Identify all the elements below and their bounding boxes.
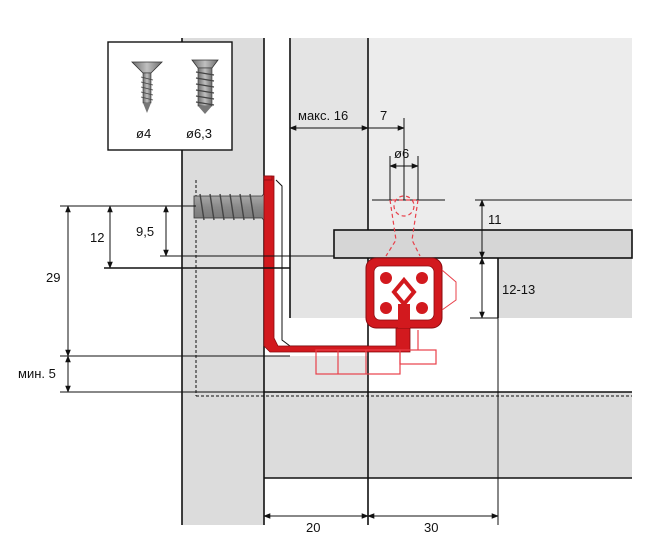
drawer-side-area [290,38,368,318]
runner-hook-dashed [385,195,421,257]
dim-max-gap-label: макс. 16 [298,108,348,123]
drawer-right-lower [498,258,632,318]
large-screw-label: ø6,3 [186,126,212,141]
euro-screw-icon [191,59,219,114]
dim-height-11-label: 11 [488,212,502,227]
screw-legend-box [107,41,233,151]
dim-height-29-label: 29 [46,270,60,285]
dim-hole-diameter-label: ø6 [394,146,409,161]
dim-width-20-label: 20 [306,520,320,535]
dim-offset-label: 7 [380,108,387,123]
runner-latch-outline [441,269,457,311]
dim-height-12-label: 12 [90,230,104,245]
small-screw-label: ø4 [136,126,151,141]
countersunk-screw-icon [131,61,163,113]
drawer-bottom-zone [264,392,632,478]
drawer-front-area [368,38,632,232]
drawer-bottom-board [333,229,633,259]
dim-min-gap-label: мин. 5 [18,366,56,381]
dim-range-12-13-label: 12-13 [502,282,535,297]
mounting-screw-icon [193,184,271,230]
dim-height-9-5-label: 9,5 [136,224,154,239]
runner-lower-bracket [315,330,437,375]
runner-carriage [365,257,443,329]
dim-width-30-label: 30 [424,520,438,535]
